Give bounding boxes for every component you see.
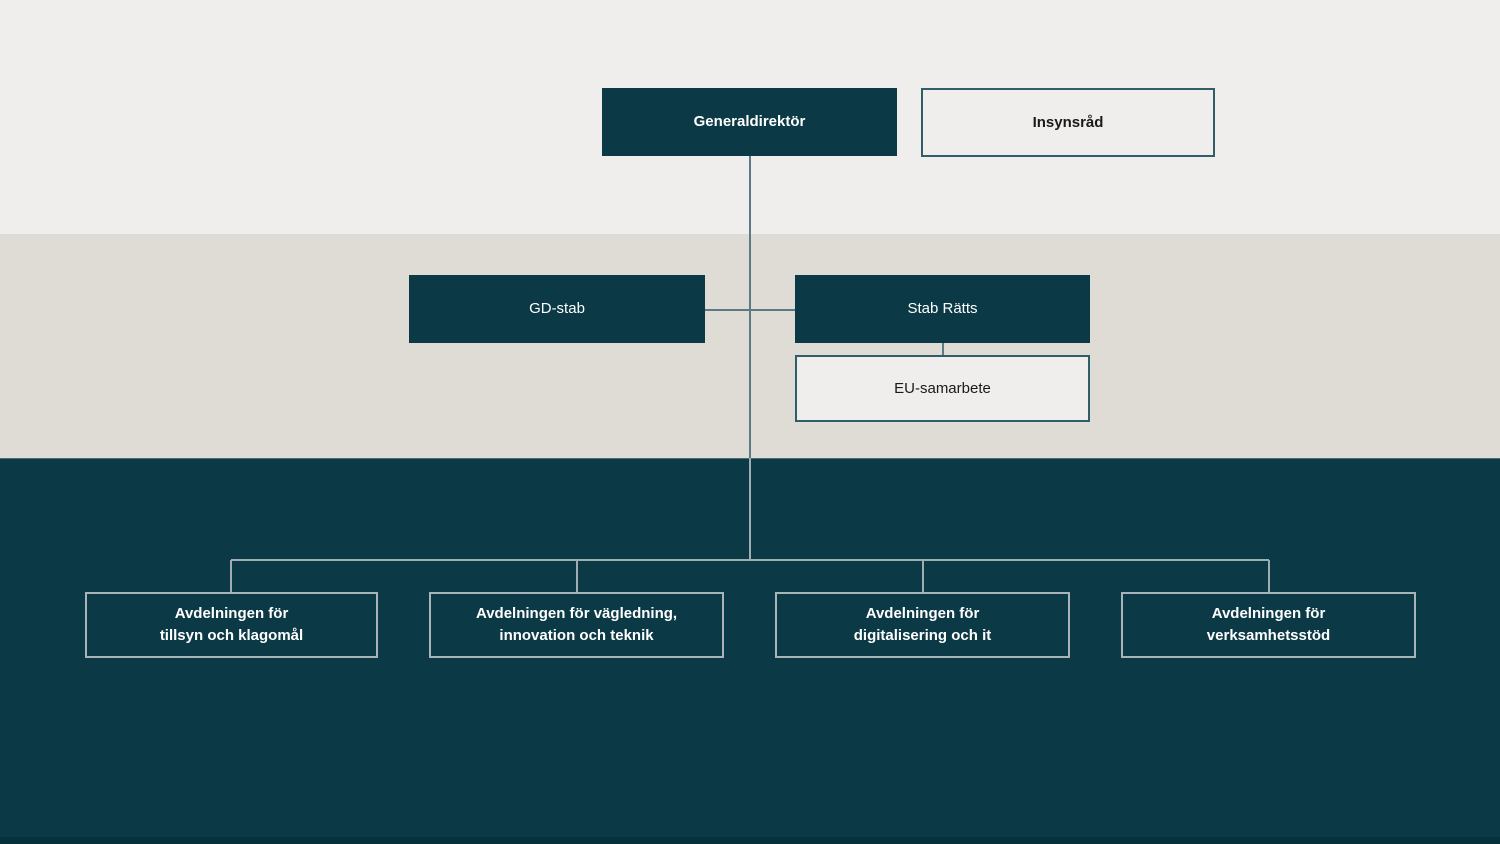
- org-node-insynsrad: Insynsråd: [921, 88, 1215, 157]
- footer-strip: [0, 837, 1500, 844]
- org-node-label: Generaldirektör: [693, 113, 806, 130]
- org-node-label-line2: tillsyn och klagomål: [159, 627, 304, 644]
- connector-generaldirektor-vertical: [749, 156, 751, 458]
- org-node-label: Insynsråd: [1032, 113, 1104, 131]
- connector-drop-dept-1: [230, 560, 232, 592]
- org-node-label: EU-samarbete: [894, 379, 991, 397]
- org-node-avdelningen-tillsyn-och-klagomal: Avdelningen för tillsyn och klagomål: [85, 592, 378, 658]
- org-node-avdelningen-verksamhetsstod: Avdelningen för verksamhetsstöd: [1121, 592, 1416, 658]
- connector-drop-dept-2: [576, 560, 578, 592]
- org-node-label-line2: verksamhetsstöd: [1206, 627, 1331, 644]
- connector-drop-dept-4: [1268, 560, 1270, 592]
- org-node-gd-stab: GD-stab: [409, 275, 705, 343]
- org-node-generaldirektor: Generaldirektör: [602, 88, 897, 156]
- org-node-label-line1: Avdelningen för: [1211, 605, 1326, 622]
- org-node-label-line2: digitalisering och it: [853, 627, 992, 644]
- connector-stabratts-eusamarbete: [942, 343, 944, 356]
- org-node-label-line1: Avdelningen för vägledning,: [475, 605, 678, 622]
- org-node-label: Stab Rätts: [907, 300, 978, 317]
- org-node-label-line1: Avdelningen för: [174, 605, 289, 622]
- connector-drop-dept-3: [922, 560, 924, 592]
- org-node-eu-samarbete: EU-samarbete: [795, 355, 1090, 422]
- org-node-avdelningen-vagledning-innovation-teknik: Avdelningen för vägledning, innovation o…: [429, 592, 724, 658]
- connector-departments-horizontal: [231, 559, 1269, 561]
- connector-vertical-dark-band: [749, 458, 751, 560]
- connector-gdstab-stabratts: [705, 309, 795, 311]
- org-node-label: GD-stab: [529, 300, 585, 317]
- org-node-stab-ratts: Stab Rätts: [795, 275, 1090, 343]
- org-node-avdelningen-digitalisering-och-it: Avdelningen för digitalisering och it: [775, 592, 1070, 658]
- org-node-label-line2: innovation och teknik: [499, 627, 654, 644]
- org-node-label-line1: Avdelningen för: [865, 605, 980, 622]
